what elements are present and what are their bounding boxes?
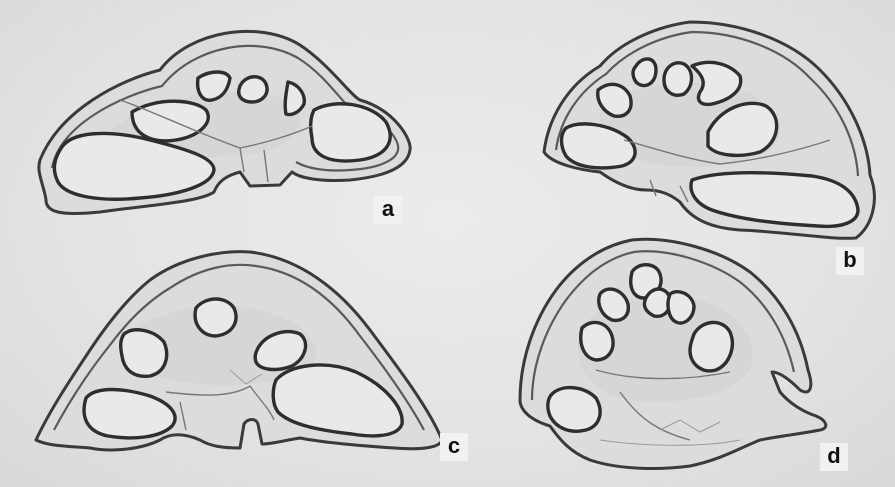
section-b: [544, 22, 874, 238]
panel-label-d: d: [820, 443, 848, 471]
section-a: [39, 31, 410, 213]
section-d: [520, 239, 826, 468]
section-c: [36, 252, 442, 450]
panel-label-a: a: [374, 196, 402, 224]
panel-label-c: c: [440, 433, 468, 461]
panel-label-b: b: [836, 247, 864, 275]
